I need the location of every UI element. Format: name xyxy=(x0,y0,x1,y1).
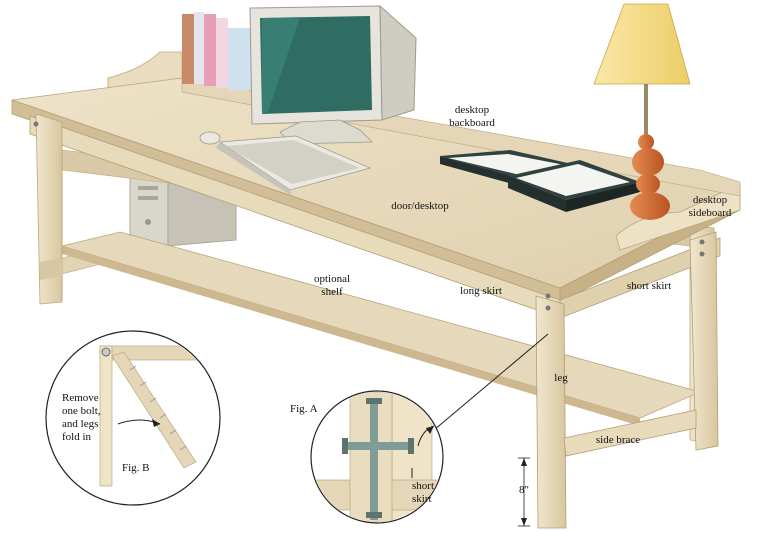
label-leg: leg xyxy=(546,372,576,385)
label-fig-a-short-skirt: short skirt xyxy=(412,480,452,506)
books xyxy=(182,12,252,90)
label-short-skirt: short skirt xyxy=(614,280,684,293)
label-fig-b: Fig. B xyxy=(122,462,172,475)
label-long-skirt: long skirt xyxy=(446,285,516,298)
label-desktop-sideboard: desktop sideboard xyxy=(680,194,740,220)
label-dimension: 8" xyxy=(514,484,534,497)
label-side-brace: side brace xyxy=(578,434,658,447)
label-desktop-backboard: desktop backboard xyxy=(432,104,512,130)
label-fig-b-note: Remove one bolt, and legs fold in xyxy=(62,392,122,444)
label-door-desktop: door/desktop xyxy=(380,200,460,213)
mouse xyxy=(200,132,220,144)
label-fig-a: Fig. A xyxy=(290,403,340,416)
label-optional-shelf: optional shelf xyxy=(300,273,364,299)
